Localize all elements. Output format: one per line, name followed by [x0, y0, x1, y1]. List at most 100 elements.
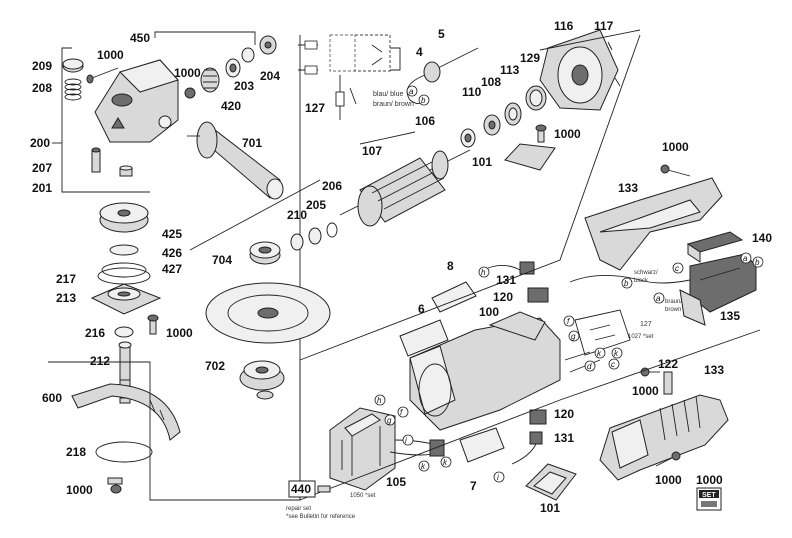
letter-h2: h	[377, 396, 382, 405]
part-screw-1000-handle	[655, 451, 681, 467]
label-440: 440	[291, 482, 311, 496]
note-brown2: brown	[665, 307, 681, 313]
note-set-1027: 1027 *set	[628, 334, 654, 340]
letter-b2: b	[755, 258, 760, 267]
part-bearing-113	[504, 102, 522, 126]
label-1000-g: 1000	[632, 384, 659, 398]
label-108: 108	[481, 75, 501, 89]
part-pad-140	[686, 231, 744, 263]
part-brush-housing-116	[539, 29, 621, 111]
note-blau: blau/ blue	[373, 91, 403, 98]
part-connector-120-top	[527, 287, 549, 303]
part-guard-600	[71, 383, 181, 441]
label-1000-f: 1000	[662, 140, 689, 154]
label-131-top: 131	[496, 273, 516, 287]
label-1000-set: 1000	[696, 473, 723, 487]
part-bevel-gear-425	[99, 202, 149, 233]
label-110: 110	[462, 85, 482, 99]
label-7: 7	[470, 479, 477, 493]
wire-notes: blau/ blue braun/ brown schwarz/ black b…	[350, 91, 682, 499]
note-braun: braun/ brown	[373, 101, 414, 108]
part-bearing-203	[225, 58, 241, 78]
label-135: 135	[720, 309, 740, 323]
letter-a1: a	[409, 87, 414, 96]
letter-b3: b	[624, 279, 629, 288]
label-101-top: 101	[472, 155, 492, 169]
part-handle-701	[187, 121, 284, 200]
part-screw-1000-top	[86, 67, 119, 84]
part-cable-5	[406, 47, 479, 104]
label-122: 122	[658, 357, 678, 371]
letter-k3: k	[597, 349, 602, 358]
part-switch-135	[679, 253, 757, 326]
label-101-bottom: 101	[540, 501, 560, 515]
part-pin-207	[91, 147, 101, 173]
label-704: 704	[212, 253, 232, 267]
label-106: 106	[415, 114, 435, 128]
label-105: 105	[386, 475, 406, 489]
bracket-450	[154, 31, 256, 45]
letter-i1: i	[405, 436, 407, 445]
part-screw-1000-right	[660, 164, 691, 177]
label-701: 701	[242, 136, 262, 150]
label-117: 117	[594, 19, 614, 33]
frame-line-mid	[299, 34, 641, 500]
label-1000-b: 1000	[174, 66, 201, 80]
part-motor-housing-100	[409, 311, 561, 431]
part-washer-210	[290, 233, 304, 251]
letter-k2: k	[443, 458, 448, 467]
label-200: 200	[30, 136, 50, 150]
label-207: 207	[32, 161, 52, 175]
label-131-bottom: 131	[554, 431, 574, 445]
note-black: black	[634, 278, 649, 284]
part-foil-8	[431, 281, 477, 313]
set-badge: SET	[696, 487, 722, 511]
part-grinding-disc	[205, 282, 331, 344]
part-connector-120-bottom	[529, 409, 547, 425]
letter-c2: c	[611, 360, 615, 369]
part-connector-131-bottom	[511, 431, 543, 465]
repair-set-440: 440 repair set *see Bulletin for referen…	[286, 480, 356, 520]
label-140: 140	[752, 231, 772, 245]
part-cover-101-bottom	[525, 463, 577, 501]
part-pinion-420	[184, 67, 220, 99]
part-suppressor-127-schematic	[298, 34, 401, 120]
label-1000-bottom: 1000	[66, 483, 93, 497]
part-bearing-108	[483, 114, 501, 136]
part-bearing-flange-213	[90, 283, 162, 315]
label-100: 100	[479, 305, 499, 319]
part-handle-shell-133	[584, 177, 723, 271]
letter-d1: d	[587, 362, 592, 371]
label-204: 204	[260, 69, 280, 83]
part-washer-205	[308, 227, 322, 245]
frame-line-left	[48, 35, 301, 501]
part-armature-107	[339, 149, 471, 227]
label-120-bottom: 120	[554, 407, 574, 421]
part-handle-133	[599, 394, 729, 481]
leader-106	[359, 131, 416, 145]
letter-g2: g	[571, 332, 576, 341]
label-116: 116	[554, 19, 574, 33]
label-213: 213	[56, 291, 76, 305]
label-203: 203	[234, 79, 254, 93]
label-127-wiring: 127	[640, 321, 652, 328]
label-206: 206	[322, 179, 342, 193]
part-washer-216	[114, 326, 134, 338]
part-bush-129	[525, 85, 547, 111]
label-427: 427	[162, 262, 182, 276]
part-ring-427-217	[97, 262, 151, 285]
letter-f1: f	[400, 408, 403, 417]
label-127-schematic: 127	[305, 101, 325, 115]
label-218: 218	[66, 445, 86, 459]
label-107: 107	[362, 144, 382, 158]
label-216: 216	[85, 326, 105, 340]
letter-h1: h	[481, 268, 486, 277]
part-washer-426	[109, 244, 139, 256]
label-217: 217	[56, 272, 76, 286]
label-133-shell: 133	[618, 181, 638, 195]
note-schwarz: schwarz/	[634, 270, 658, 276]
label-209: 209	[32, 59, 52, 73]
label-6: 6	[418, 302, 425, 316]
label-129: 129	[520, 51, 540, 65]
part-screw-1000-bottom	[107, 477, 123, 494]
